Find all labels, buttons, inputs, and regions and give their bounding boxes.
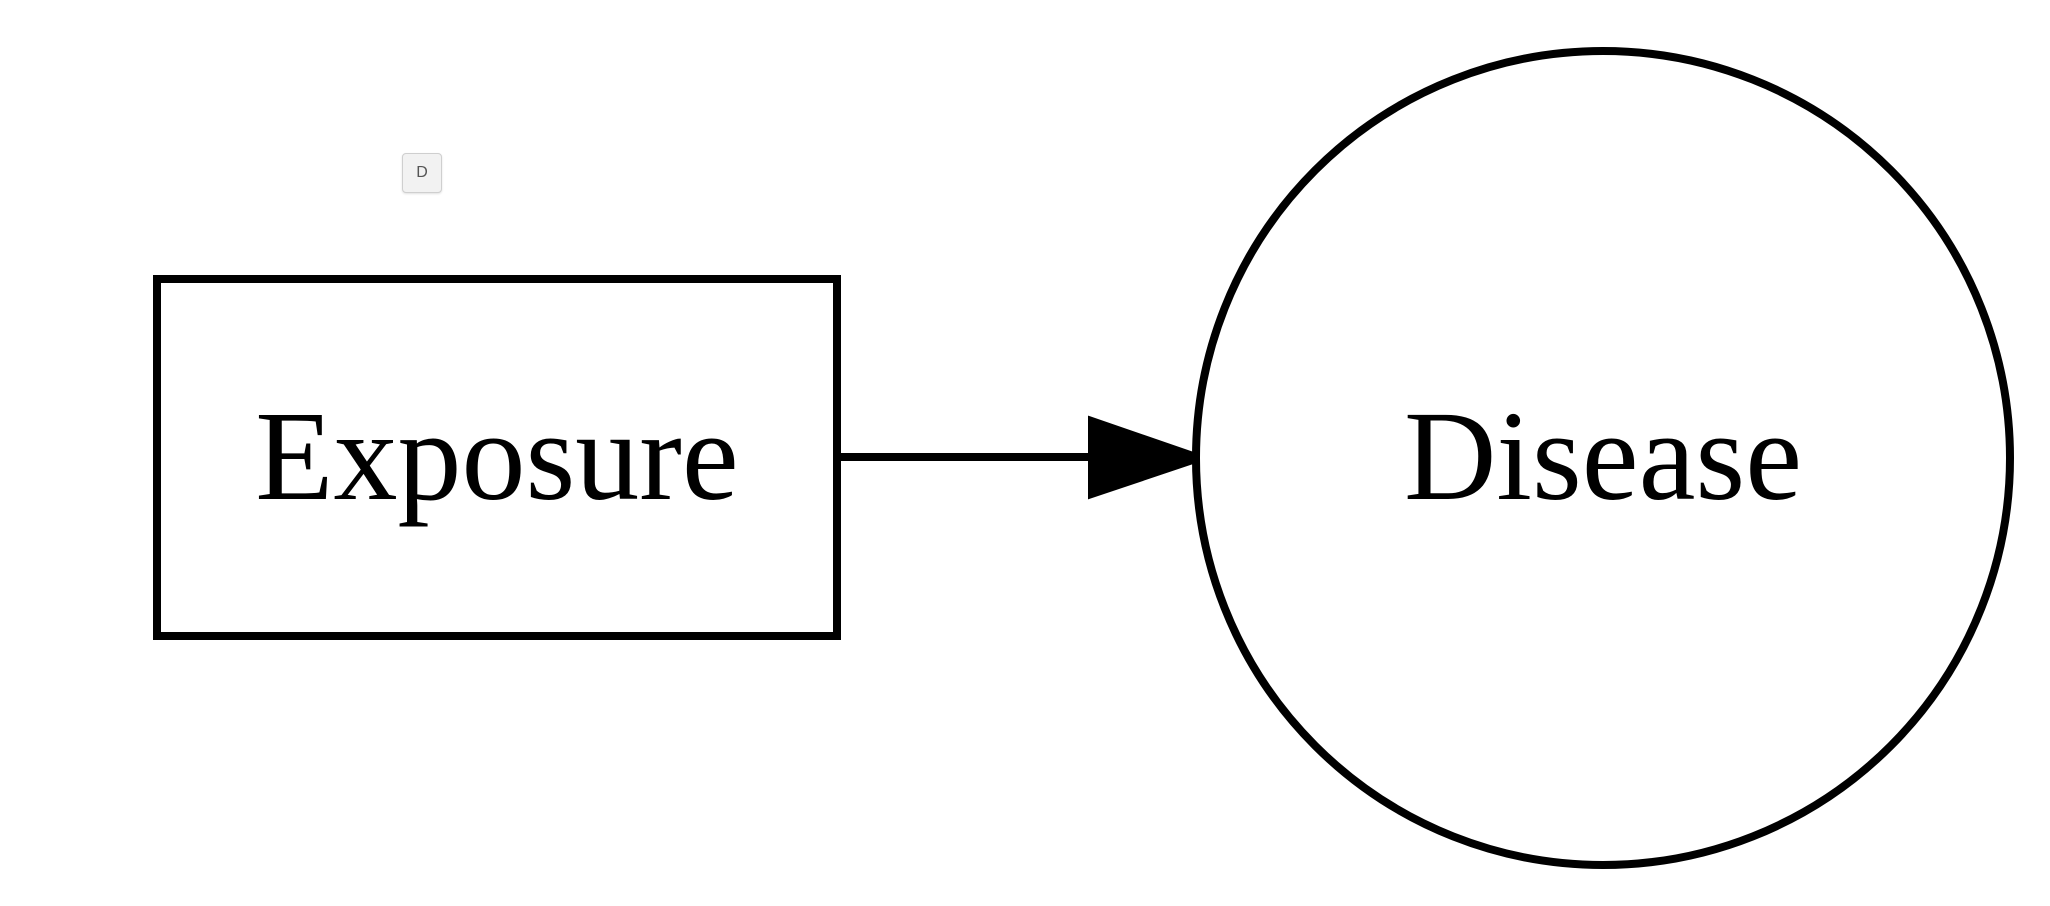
diagram-badge[interactable]: D: [402, 153, 442, 193]
node-exposure[interactable]: Exposure: [153, 275, 841, 640]
node-exposure-label: Exposure: [255, 385, 738, 527]
node-disease-label: Disease: [1404, 385, 1802, 527]
node-disease-circle: [1192, 47, 2014, 869]
node-exposure-box: [153, 275, 841, 640]
edge-arrowhead: [1088, 415, 1212, 500]
edge-exposure-to-disease: [837, 415, 1212, 500]
node-disease[interactable]: Disease: [1192, 47, 2014, 869]
